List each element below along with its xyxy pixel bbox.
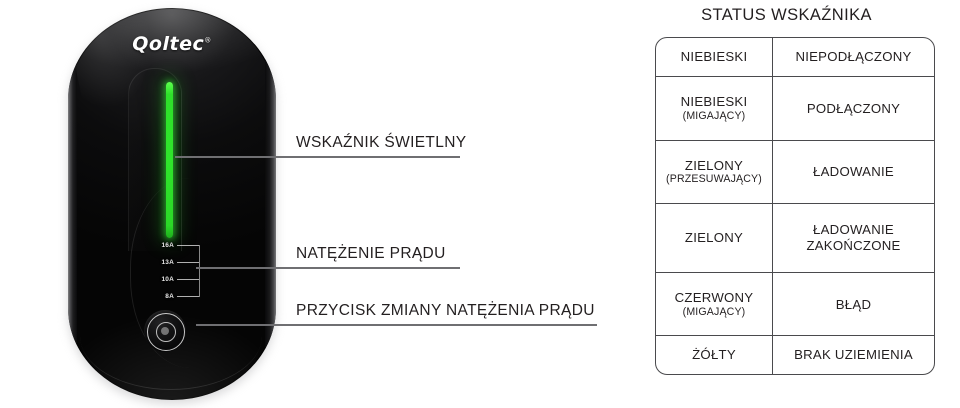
callout-light-indicator-label: WSKAŹNIK ŚWIETLNY — [296, 134, 467, 151]
scale-row: 8A — [152, 293, 212, 310]
button-center-dot-icon — [161, 327, 169, 335]
brand-logo: Qoltec® — [68, 33, 276, 55]
color-name: ZIELONY — [684, 157, 744, 173]
color-name: ŻÓŁTY — [692, 347, 736, 363]
status-name: ŁADOWANIE — [813, 164, 894, 180]
device-body: Qoltec® 16A 13A 10A 8A — [68, 8, 276, 400]
table-row: ZIELONY (PRZESUWAJĄCY) ŁADOWANIE — [656, 140, 934, 204]
scale-bracket — [199, 245, 200, 297]
button-inner-ring-icon — [156, 322, 176, 342]
current-scale: 16A 13A 10A 8A — [152, 242, 212, 308]
table-cell-status: ŁADOWANIE — [773, 141, 934, 204]
table-cell-color: ZIELONY (PRZESUWAJĄCY) — [656, 140, 773, 204]
status-table: NIEBIESKI NIEPODŁĄCZONY NIEBIESKI (MIGAJ… — [655, 37, 935, 375]
status-name: PODŁĄCZONY — [806, 100, 901, 116]
callout-underline — [296, 267, 444, 269]
table-row: CZERWONY (MIGAJĄCY) BŁĄD — [656, 273, 934, 337]
table-row: NIEBIESKI (MIGAJĄCY) PODŁĄCZONY — [656, 77, 934, 141]
table-cell-color: NIEBIESKI — [656, 38, 773, 78]
callout-current-change-button-label: PRZYCISK ZMIANY NATĘŻENIA PRĄDU — [296, 302, 595, 319]
color-note: (MIGAJĄCY) — [682, 305, 746, 318]
table-cell-status: BŁĄD — [773, 273, 934, 337]
led-channel — [128, 68, 182, 251]
callout-underline — [296, 156, 460, 158]
scale-tick — [177, 279, 199, 280]
table-cell-color: CZERWONY (MIGAJĄCY) — [656, 273, 773, 337]
status-name-line2: ZAKOŃCZONE — [806, 238, 901, 254]
color-name: ZIELONY — [684, 230, 744, 246]
scale-row: 16A — [152, 242, 212, 259]
scale-tick — [177, 296, 199, 297]
color-name: NIEBIESKI — [680, 94, 748, 110]
status-name: BŁĄD — [835, 296, 872, 312]
callout-light-indicator: WSKAŹNIK ŚWIETLNY — [296, 132, 466, 158]
status-name: NIEPODŁĄCZONY — [795, 49, 912, 65]
table-cell-status: BRAK UZIEMIENIA — [773, 336, 934, 374]
table-row: NIEBIESKI NIEPODŁĄCZONY — [656, 38, 934, 78]
color-note: (MIGAJĄCY) — [682, 110, 746, 123]
color-note: (PRZESUWAJĄCY) — [666, 173, 762, 186]
device-right-highlight — [265, 8, 276, 400]
table-row: ZIELONY ŁADOWANIE ZAKOŃCZONE — [656, 203, 934, 274]
table-cell-color: ŻÓŁTY — [656, 336, 773, 374]
scale-label-13a: 13A — [161, 259, 174, 266]
table-cell-status: ŁADOWANIE ZAKOŃCZONE — [773, 204, 934, 274]
table-cell-status: PODŁĄCZONY — [773, 77, 934, 141]
registered-trademark-icon: ® — [204, 36, 212, 45]
callout-current-intensity: NATĘŻENIE PRĄDU — [296, 243, 452, 269]
current-select-button[interactable] — [144, 310, 186, 352]
button-outer-ring-icon — [147, 313, 185, 351]
scale-tick — [177, 262, 199, 263]
color-name: NIEBIESKI — [680, 49, 748, 65]
table-cell-color: ZIELONY — [656, 203, 773, 274]
scale-label-10a: 10A — [161, 276, 174, 283]
device-left-highlight — [68, 8, 77, 400]
scale-row: 10A — [152, 276, 212, 293]
status-name: BRAK UZIEMIENIA — [794, 347, 913, 363]
callout-current-intensity-label: NATĘŻENIE PRĄDU — [296, 245, 446, 262]
scale-label-16a: 16A — [161, 242, 174, 249]
status-table-title: STATUS WSKAŹNIKA — [701, 6, 872, 24]
scale-tick — [177, 245, 199, 246]
callout-underline — [296, 324, 596, 326]
status-name: ŁADOWANIE — [813, 222, 894, 238]
brand-logo-text: Qoltec — [132, 33, 205, 55]
callout-current-change-button: PRZYCISK ZMIANY NATĘŻENIA PRĄDU — [296, 300, 598, 326]
scale-row: 13A — [152, 259, 212, 276]
led-light-indicator — [166, 82, 173, 238]
table-row: ŻÓŁTY BRAK UZIEMIENIA — [656, 336, 934, 374]
color-name: CZERWONY — [674, 290, 754, 306]
ev-charger-device: Qoltec® 16A 13A 10A 8A — [64, 8, 280, 408]
table-cell-status: NIEPODŁĄCZONY — [773, 38, 934, 78]
device-bottom-seam — [80, 299, 262, 390]
table-cell-color: NIEBIESKI (MIGAJĄCY) — [656, 77, 773, 141]
device-inner-contour — [130, 178, 261, 368]
scale-label-8a: 8A — [165, 293, 174, 300]
